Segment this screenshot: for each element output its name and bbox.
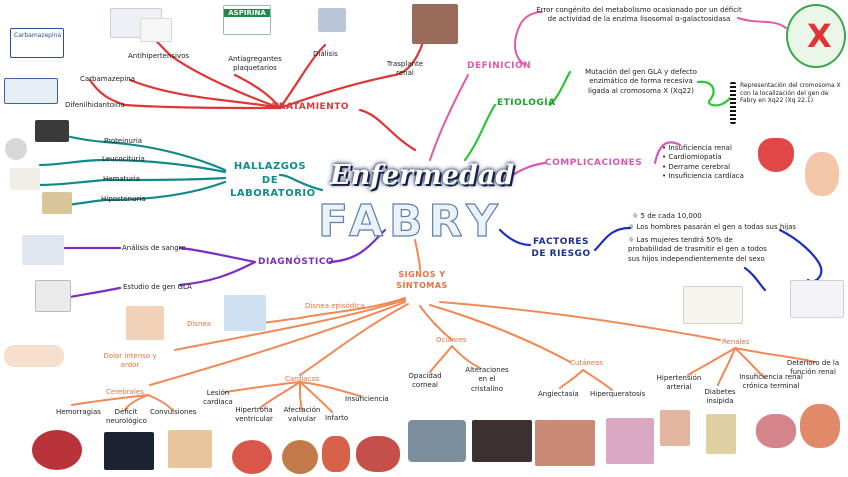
urine-image [706,414,736,454]
tratamiento-item: Difenilhidantoína [65,101,125,110]
heart-image [232,440,272,474]
complicaciones-item: • Insuficiencia cardíaca [662,172,744,181]
cornea-image [408,420,466,462]
heart-failure-image [356,436,400,472]
factores-item: ☼ Las mujeres tendrá 50% de probabilidad… [628,236,778,264]
dialysis-image [318,8,346,32]
carbamazepine-label: Carbamazepina [11,29,63,42]
renales-item: Hipertensión arterial [656,374,702,393]
cardiacos-item: Insuficiencia [345,395,389,404]
signos-renales: Renales [722,338,749,347]
aspirin-label: ASPIRINA [224,9,270,17]
phenytoin-box-image [4,78,58,104]
seizure-image [168,430,212,468]
complicaciones-item: • Derrame cerebral [662,163,744,172]
branch-factores: FACTORES DE RIESGO [530,236,592,260]
diagnostico-item: Estudio de gen GLA [123,283,192,292]
kidney-illustration [758,138,794,172]
tratamiento-item: Carbamazepina [80,75,135,84]
signos-cardiacos: Cardiacos [285,375,319,384]
complicaciones-item: • Cardiomiopatía [662,153,744,162]
signos-dolor: Dolor intenso y ardor [95,352,165,371]
signos-cerebrales: Cerebrales [106,388,144,397]
tratamiento-item: Antiagregantes plaquetarios [210,55,300,74]
inheritance-diagram [683,286,743,324]
carbamazepine-box-image: Carbamazepina [10,28,64,58]
brain-scan-image [104,432,154,470]
cutaneos-item: Hiperqueratosis [590,390,645,399]
branch-definicion: DEFINICIÓN [467,60,531,72]
complicaciones-item: • Insuficiencia renal [662,144,744,153]
branch-diagnostico: DIAGNÓSTICO [258,256,334,268]
branch-hallazgos: HALLAZGOS DE LABORATORIO [230,160,310,201]
signos-cutaneos: Cutáneos [570,359,603,368]
cardiacos-item: Afectación valvular [280,406,324,425]
cardiacos-item: Infarto [325,414,348,423]
etiologia-text: Mutación del gen GLA y defecto enzimátic… [578,68,704,96]
chromosome-bands [730,82,736,124]
branch-complicaciones: COMPLICACIONES [545,157,642,169]
factores-item: ☼ Los hombres pasarán el gen a todas sus… [628,223,796,232]
cardiacos-item: Hipertrofia ventricular [232,406,276,425]
tratamiento-item: Antihipertensivos [128,52,189,61]
aspirin-box-image: ASPIRINA [223,5,271,35]
etiologia-note: Representación del cromosoma X con la lo… [740,82,842,105]
signos-oculares: Oculares [436,336,467,345]
lab-test-image [42,192,72,214]
signos-disnea: Disnea [187,320,211,329]
renales-item: Diabetes insípida [700,388,740,407]
definicion-text: Error congénito del metabolismo ocasiona… [536,6,742,25]
pain-hand-image [4,345,64,367]
dyspnea-image [224,295,266,331]
diagnostico-item: Análisis de sangre [122,244,186,253]
brain-hemorrhage-image [32,430,82,470]
complicaciones-list: • Insuficiencia renal • Cardiomiopatía •… [662,144,744,182]
hallazgos-item: Hematuria [103,175,140,184]
factores-item: ☼ 5 de cada 10,000 [632,212,702,221]
inheritance-diagram [790,280,844,318]
central-subtitle: FABRY [318,196,504,247]
cardiacos-item: Lesión cardiaca [200,389,236,408]
tratamiento-item: Diálisis [313,50,338,59]
lab-test-image [10,168,40,190]
infarct-image [322,436,350,472]
chromosome-image [35,280,71,312]
kidneys-image [800,404,840,448]
kidney-image [756,414,796,448]
lab-test-image [5,138,27,160]
branch-tratamiento: TRATAMIENTO [272,101,349,113]
central-title: Enfermedad [330,160,514,191]
lab-test-image [35,120,69,142]
hallazgos-item: Hipostenuria [101,195,146,204]
oculares-item: Opacidad corneal [402,372,448,391]
dyspnea-image [126,306,164,340]
hyperkeratosis-image [606,418,654,464]
oculares-item: Alteraciones en el cristalino [462,366,512,394]
hallazgos-item: Proteinuria [104,137,142,146]
blood-test-image [22,235,64,265]
renales-item: Deterioro de la función renal [780,359,846,378]
medicine-box-image [140,18,172,42]
hypertension-image [660,410,690,446]
tratamiento-item: Trasplante renal [380,60,430,79]
cerebrales-item: Déficit neurológico [106,408,146,427]
hallazgos-item: Leucocituria [102,155,145,164]
chromosome-x-diagram: X [786,4,846,68]
cerebrales-item: Hemorragias [56,408,101,417]
brain-illustration [805,152,839,196]
signos-disnea-ep: Disnea episódica [305,302,364,311]
heart-valve-image [282,440,318,474]
cutaneos-item: Angiectasia [538,390,579,399]
transplant-image [412,4,458,44]
lens-image [472,420,532,462]
branch-signos: SIGNOS Y SÍNTOMAS [392,270,452,292]
angiectasia-image [535,420,595,466]
cerebrales-item: Convulsiones [150,408,196,417]
branch-etiologia: ETIOLOGÍA [497,97,556,109]
